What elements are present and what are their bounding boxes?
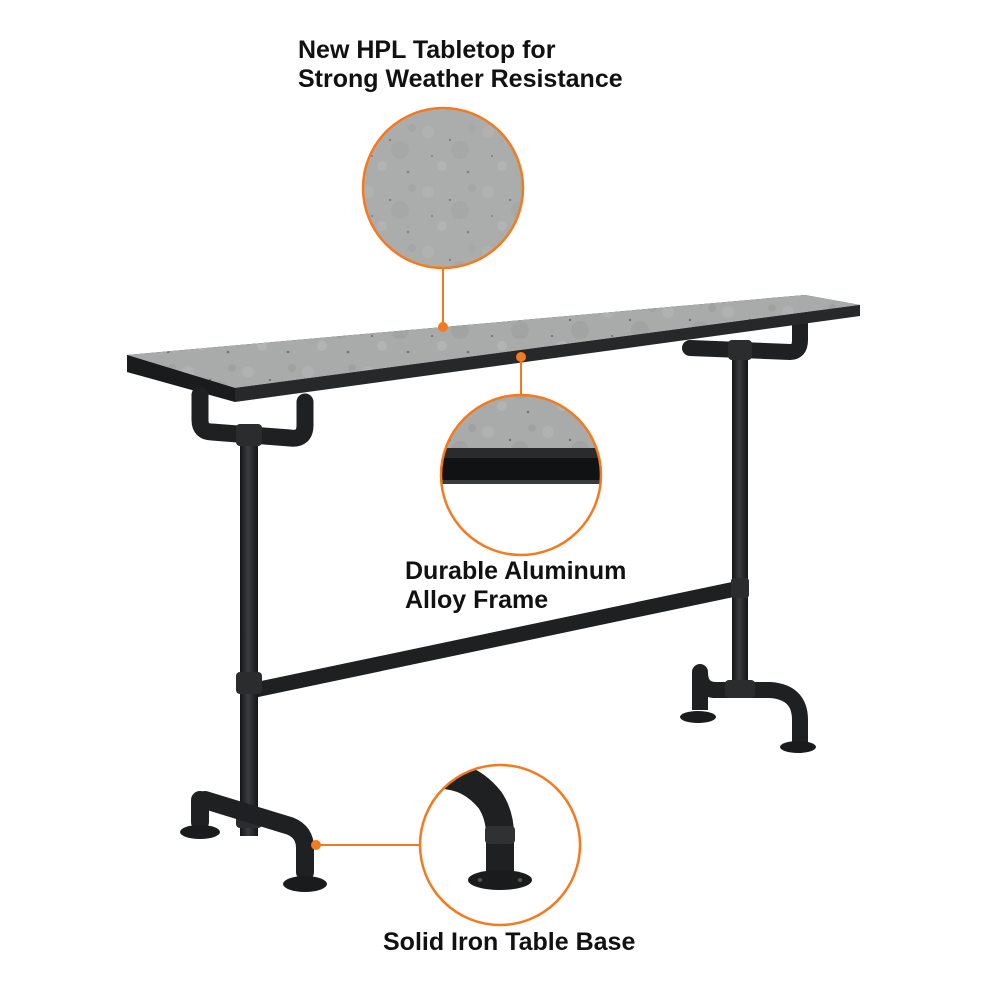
- concrete-texture-circle-icon: [361, 106, 525, 270]
- tabletop-feature-line-2: Strong Weather Resistance: [298, 65, 623, 93]
- pipe-foot-circle-icon: [418, 763, 582, 927]
- callout-lines: [311, 268, 526, 850]
- tabletop-edge-circle-icon: [439, 393, 603, 557]
- right-base: [680, 352, 816, 753]
- left-top-bracket: [191, 386, 314, 447]
- tabletop-feature-line-1: New HPL Tabletop for: [298, 36, 556, 64]
- base-feature-label: Solid Iron Table Base: [383, 928, 635, 957]
- base-feature-line-1: Solid Iron Table Base: [383, 928, 636, 956]
- right-top-bracket: [682, 316, 808, 361]
- tabletop: [127, 295, 860, 402]
- frame-feature-line-1: Durable Aluminum: [405, 557, 627, 585]
- frame-feature-line-2: Alloy Frame: [405, 586, 549, 614]
- stretcher-bar: [247, 580, 748, 698]
- tabletop-feature-label: New HPL Tabletop for Strong Weather Resi…: [298, 36, 623, 94]
- table: [127, 295, 860, 892]
- left-base: [180, 436, 327, 892]
- frame-feature-label: Durable Aluminum Alloy Frame: [405, 557, 626, 615]
